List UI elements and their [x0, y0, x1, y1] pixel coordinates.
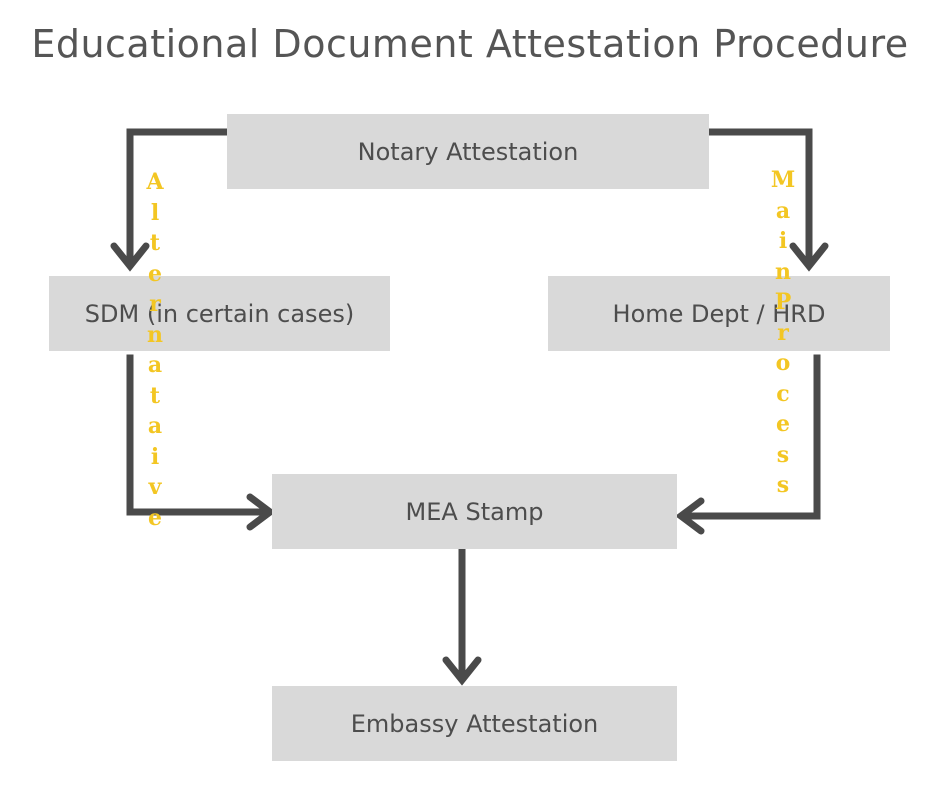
label-letter: e [776, 411, 790, 437]
label-letter: i [150, 443, 160, 470]
diagram-title: Educational Document Attestation Procedu… [31, 22, 909, 66]
node-notary-label: Notary Attestation [357, 137, 579, 166]
arrow-notary-to-home [705, 128, 813, 266]
label-letter: r [149, 291, 161, 317]
label-letter: a [147, 413, 163, 439]
node-home-label: Home Dept / HRD [612, 299, 826, 328]
arrowhead-home [789, 242, 829, 272]
node-sdm: SDM (in certain cases) [49, 276, 390, 351]
node-embassy-attestation: Embassy Attestation [272, 686, 677, 761]
label-letter: c [776, 380, 790, 407]
node-sdm-label: SDM (in certain cases) [84, 299, 355, 328]
arrowhead-mea-left [246, 493, 276, 531]
label-letter: s [776, 441, 790, 468]
label-letter: A [146, 169, 164, 195]
label-letter: s [776, 472, 790, 498]
arrow-notary-to-sdm [126, 128, 231, 266]
label-letter: l [150, 199, 160, 226]
label-letter: e [148, 504, 162, 531]
label-letter: a [147, 352, 163, 378]
arrowhead-embassy [442, 656, 482, 686]
label-letter: a [775, 197, 791, 224]
label-letter: M [770, 167, 796, 193]
label-letter: o [775, 350, 791, 376]
label-letter: t [149, 382, 161, 409]
arrow-home-to-mea [682, 354, 821, 520]
label-letter: n [147, 321, 163, 348]
arrow-sdm-to-mea [126, 354, 270, 516]
arrowhead-sdm [110, 242, 150, 272]
label-letter: n [775, 258, 791, 285]
label-letter: i [778, 228, 788, 254]
node-home-dept: Home Dept / HRD [548, 276, 890, 351]
label-letter: r [777, 319, 789, 346]
arrowhead-mea-right [675, 497, 705, 535]
node-embassy-label: Embassy Attestation [350, 709, 599, 738]
node-mea-label: MEA Stamp [405, 497, 544, 526]
node-mea-stamp: MEA Stamp [272, 474, 677, 549]
label-letter: t [149, 230, 161, 256]
node-notary-attestation: Notary Attestation [227, 114, 709, 189]
label-letter: e [148, 260, 162, 287]
label-letter: v [148, 474, 162, 500]
label-letter: P [774, 289, 792, 315]
